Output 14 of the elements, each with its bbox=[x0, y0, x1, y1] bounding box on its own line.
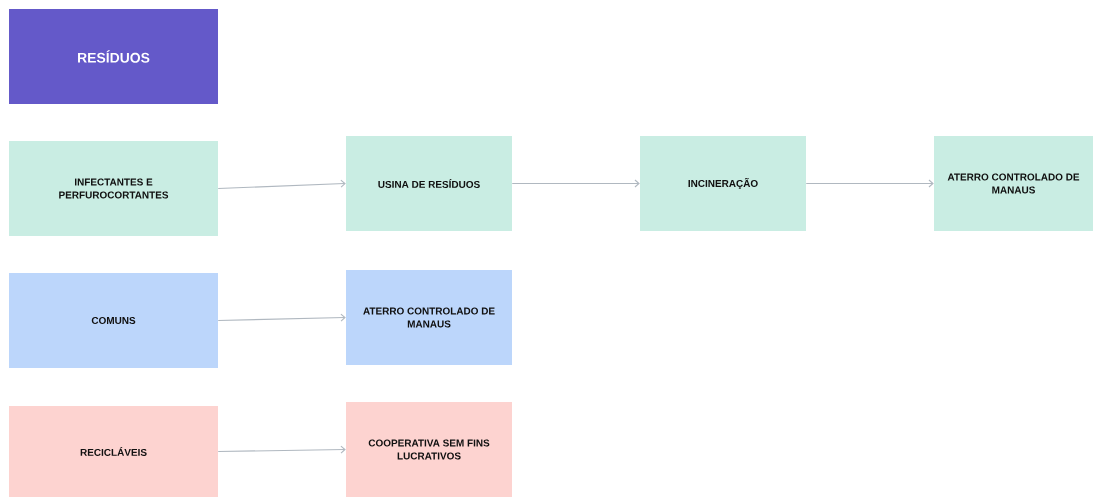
process-box: USINA DE RESÍDUOS bbox=[346, 136, 512, 231]
process-box: ATERRO CONTROLADO DE MANAUS bbox=[934, 136, 1093, 231]
process-box: RESÍDUOS bbox=[9, 9, 218, 104]
arrow bbox=[217, 445, 346, 454]
process-box: COMUNS bbox=[9, 273, 218, 368]
process-box: COOPERATIVA SEM FINS LUCRATIVOS bbox=[346, 402, 512, 497]
process-box: RECICLÁVEIS bbox=[9, 406, 218, 497]
arrow bbox=[217, 313, 346, 322]
process-box: INCINERAÇÃO bbox=[640, 136, 806, 231]
arrow bbox=[217, 179, 346, 190]
arrow bbox=[511, 179, 640, 188]
arrow bbox=[805, 179, 934, 188]
process-box: ATERRO CONTROLADO DE MANAUS bbox=[346, 270, 512, 365]
process-box: INFECTANTES E PERFUROCORTANTES bbox=[9, 141, 218, 236]
